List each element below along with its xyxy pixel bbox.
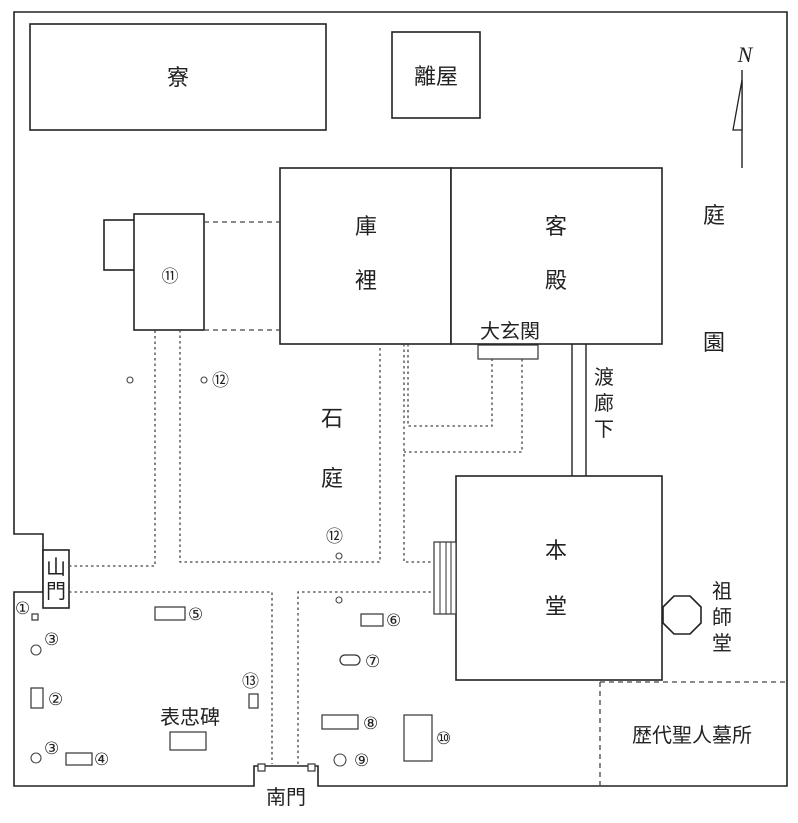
marker-12a: ⑫ [212, 371, 229, 391]
hondo-building [455, 475, 663, 681]
marker-3a: ③ [44, 630, 59, 650]
marker-11: ⑪ [162, 267, 179, 287]
ryo-label: 寮 [167, 66, 189, 91]
kuri-label-top: 庫 [355, 215, 377, 240]
marker-12b: ⑫ [326, 527, 343, 547]
north-label: N [737, 42, 754, 67]
daigenkan-step [477, 344, 539, 360]
bosho-boundary [599, 681, 787, 786]
north-arrow-icon: N [732, 42, 754, 168]
watarirouka-char-3: 下 [594, 417, 614, 441]
sekitei-char-2: 庭 [321, 467, 343, 492]
watarirouka-char-2: 廊 [594, 391, 614, 415]
hondo-label-top: 本 [545, 539, 567, 564]
precinct-wall [13, 11, 788, 787]
daigenkan-label: 大玄関 [480, 319, 540, 343]
kuri-label-bottom: 裡 [355, 269, 377, 294]
marker-4: ④ [94, 750, 109, 770]
hyochuhi-stone [169, 731, 207, 751]
sanmon-char-1: 山 [46, 555, 66, 579]
soshido-char-2: 師 [712, 605, 732, 629]
marker-8: ⑧ [363, 714, 378, 734]
sanmon-char-2: 門 [46, 579, 66, 603]
hanareya-label: 離屋 [414, 65, 458, 90]
soshido-char-1: 祖 [712, 579, 732, 603]
teien-char-1: 庭 [703, 204, 725, 229]
structure-11-wing [103, 219, 137, 271]
marker-6: ⑥ [386, 611, 401, 631]
marker-7: ⑦ [365, 652, 380, 672]
marker-9: ⑨ [354, 751, 369, 771]
marker-2: ② [48, 690, 63, 710]
approach-paths [69, 330, 523, 764]
kyakuden-building [450, 167, 663, 345]
rekidai-bosho-label: 歴代聖人墓所 [632, 723, 752, 747]
marker-5: ⑤ [188, 605, 203, 625]
soshido-building [662, 595, 702, 635]
hyochuhi-label: 表忠碑 [160, 705, 220, 729]
kyakuden-label-top: 客 [545, 215, 567, 240]
marker-13: ⑬ [242, 672, 259, 692]
kuri-building [279, 167, 452, 345]
watarirouka-char-1: 渡 [594, 365, 614, 389]
nanmon-label: 南門 [266, 785, 306, 809]
soshido-char-3: 堂 [712, 631, 732, 655]
structure-11 [133, 213, 205, 331]
sanmon-gate [42, 549, 70, 609]
kyakuden-label-bottom: 殿 [545, 269, 567, 294]
hondo-label-bottom: 堂 [545, 595, 567, 620]
hanareya-building [391, 31, 481, 119]
sekitei-char-1: 石 [321, 407, 343, 432]
marker-3b: ③ [44, 739, 59, 759]
marker-1: ① [15, 599, 30, 619]
teien-char-2: 園 [703, 331, 725, 356]
hondo-steps [433, 541, 457, 615]
marker-10: ⑩ [436, 729, 451, 749]
ryo-building [29, 23, 327, 131]
